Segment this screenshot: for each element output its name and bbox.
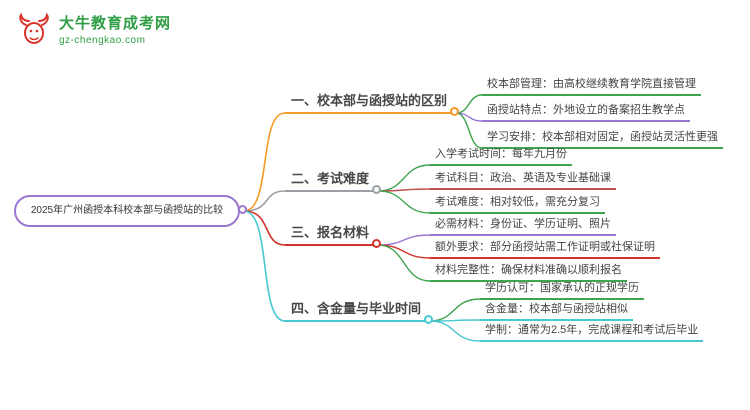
- leaf-campus-management: 校本部管理：由高校继续教育学院直接管理: [482, 75, 701, 96]
- branch-4-connector-dot: [424, 315, 433, 324]
- leaf-degree-value: 含金量：校本部与函授站相似: [480, 300, 633, 321]
- leaf-required-materials: 必需材料：身份证、学历证明、照片: [430, 215, 616, 236]
- logo-subtitle: gz-chengkao.com: [59, 34, 146, 46]
- branch-3-connector-dot: [372, 239, 381, 248]
- logo-text: 大牛教育成考网 gz-chengkao.com: [59, 15, 171, 46]
- logo-title: 大牛教育成考网: [59, 14, 172, 32]
- site-logo: 大牛教育成考网 gz-chengkao.com: [16, 12, 171, 48]
- branch-application-materials: 三、报名材料: [285, 223, 376, 246]
- branch-2-connector-dot: [372, 185, 381, 194]
- leaf-study-arrangement: 学习安排：校本部相对固定，函授站灵活性更强: [482, 128, 723, 149]
- leaf-entrance-exam-time: 入学考试时间：每年九月份: [430, 145, 572, 166]
- leaf-degree-recognition: 学历认可：国家承认的正规学历: [480, 279, 644, 300]
- leaf-exam-subjects: 考试科目：政治、英语及专业基础课: [430, 169, 616, 190]
- leaf-material-completeness: 材料完整性：确保材料准确以顺利报名: [430, 261, 627, 282]
- leaf-station-features: 函授站特点：外地设立的备案招生教学点: [482, 101, 690, 122]
- root-connector-dot: [238, 205, 247, 214]
- leaf-extra-requirements: 额外要求：部分函授站需工作证明或社保证明: [430, 238, 660, 259]
- branch-value-and-graduation-time: 四、含金量与毕业时间: [285, 299, 428, 322]
- leaf-exam-difficulty-note: 考试难度：相对较低，需充分复习: [430, 193, 605, 214]
- bull-icon: [19, 12, 49, 44]
- branch-1-connector-dot: [450, 107, 459, 116]
- leaf-study-duration: 学制：通常为2.5年，完成课程和考试后毕业: [480, 321, 704, 342]
- branch-campus-vs-station-differences: 一、校本部与函授站的区别: [285, 91, 454, 114]
- root-topic: 2025年广州函授本科校本部与函授站的比较: [14, 195, 240, 227]
- branch-exam-difficulty: 二、考试难度: [285, 169, 376, 192]
